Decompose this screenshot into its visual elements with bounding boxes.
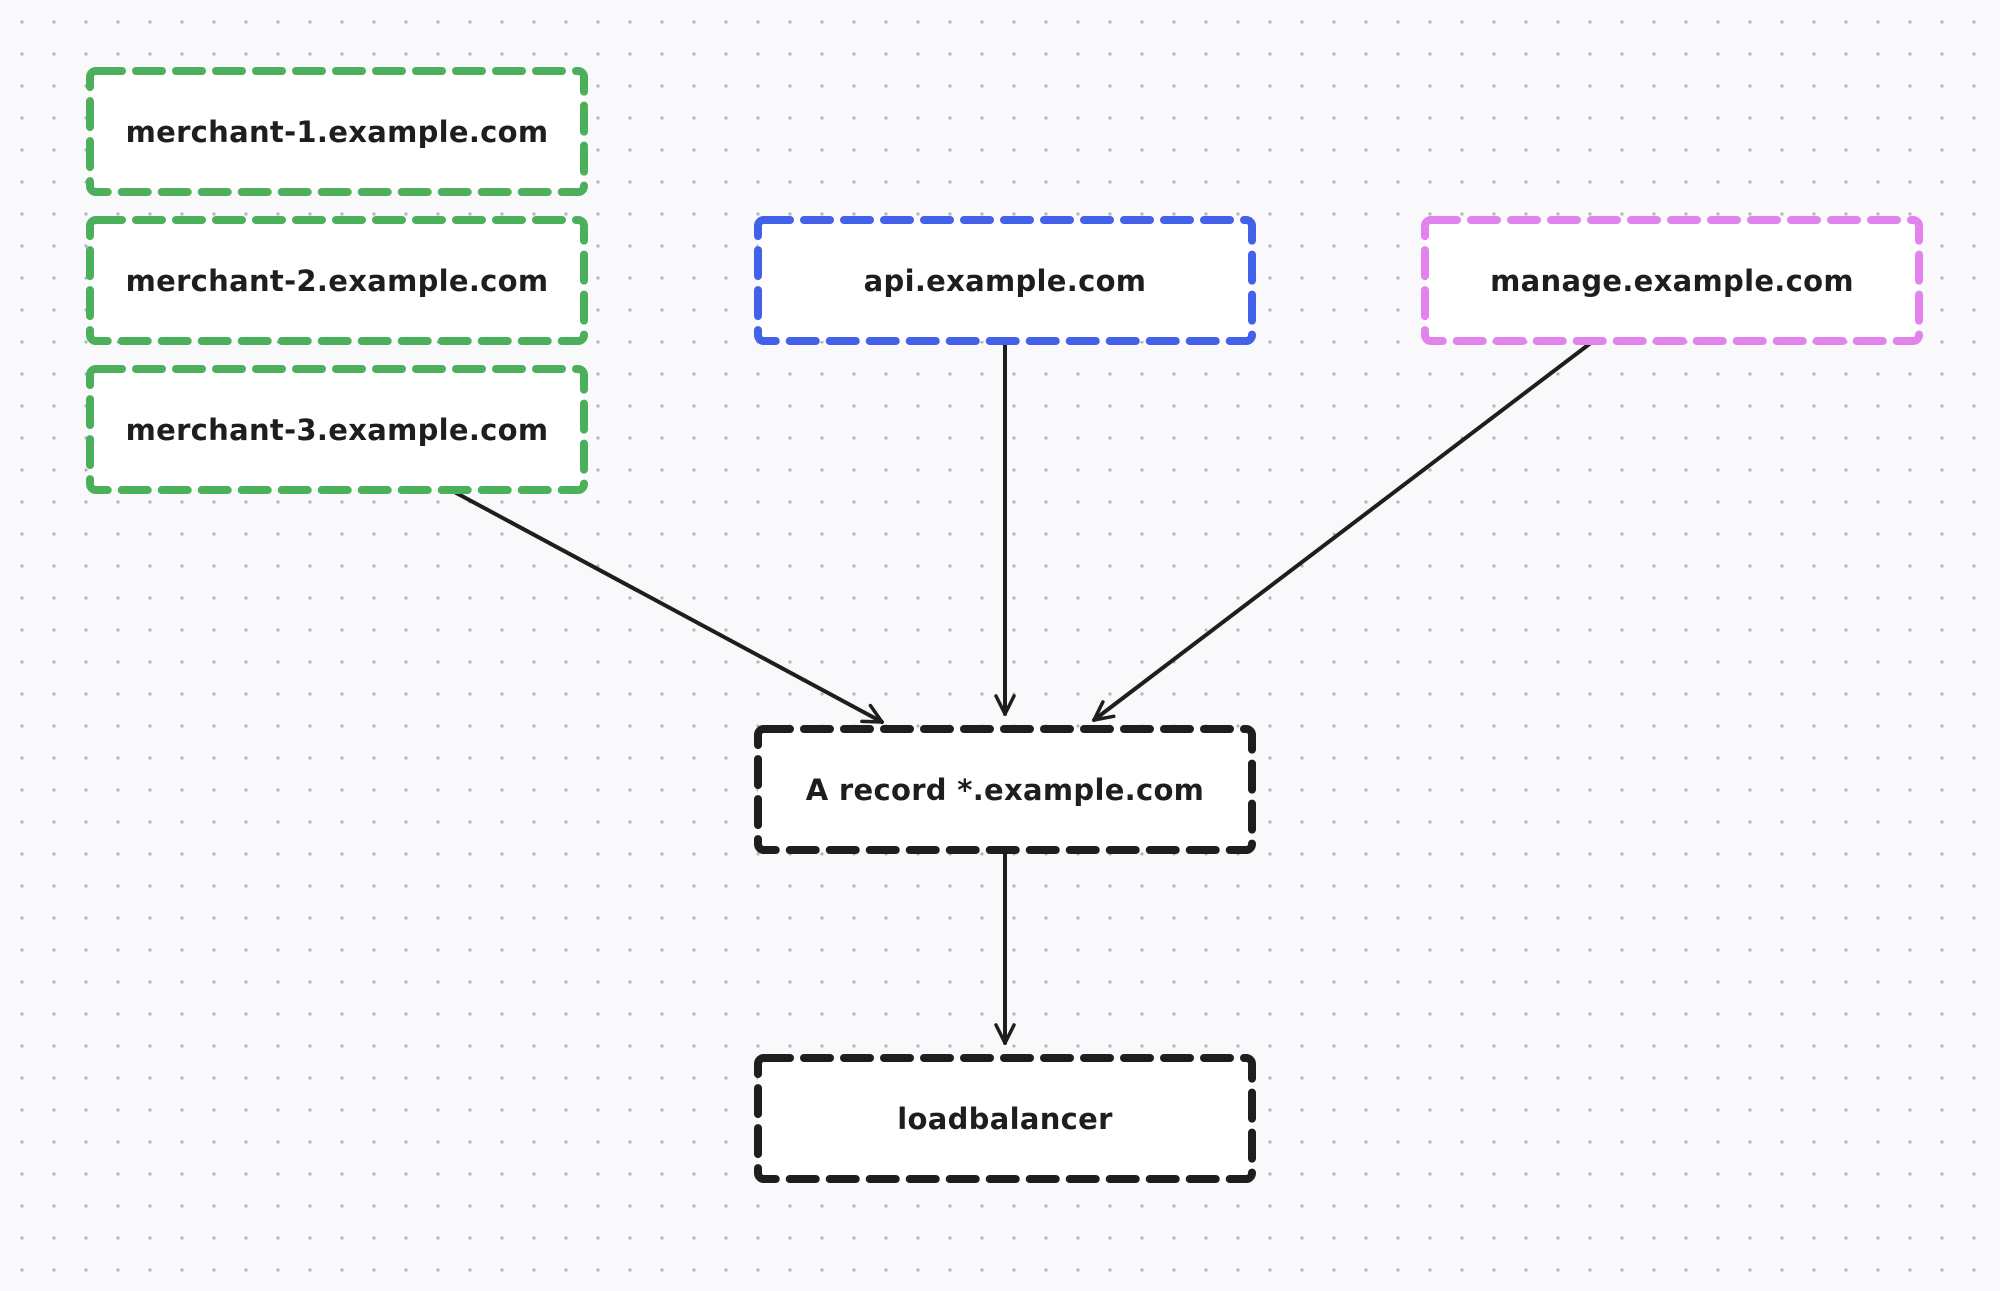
a-record-label: A record *.example.com — [805, 772, 1205, 807]
manage-node[interactable]: manage.example.com — [1421, 216, 1923, 345]
merchant-3-label: merchant-3.example.com — [125, 412, 549, 447]
merchant-3-node[interactable]: merchant-3.example.com — [86, 365, 588, 494]
loadbalancer-node[interactable]: loadbalancer — [754, 1054, 1256, 1183]
loadbalancer-label: loadbalancer — [897, 1101, 1113, 1136]
api-label: api.example.com — [863, 263, 1147, 298]
merchant-1-node[interactable]: merchant-1.example.com — [86, 67, 588, 196]
manage-label: manage.example.com — [1490, 263, 1854, 298]
a-record-node[interactable]: A record *.example.com — [754, 725, 1256, 854]
merchant-1-label: merchant-1.example.com — [125, 114, 549, 149]
arrow-merchant-3-to-a-record — [445, 486, 884, 724]
merchant-2-label: merchant-2.example.com — [125, 263, 549, 298]
arrow-manage-to-a-record — [1092, 337, 1598, 722]
merchant-2-node[interactable]: merchant-2.example.com — [86, 216, 588, 345]
api-node[interactable]: api.example.com — [754, 216, 1256, 345]
